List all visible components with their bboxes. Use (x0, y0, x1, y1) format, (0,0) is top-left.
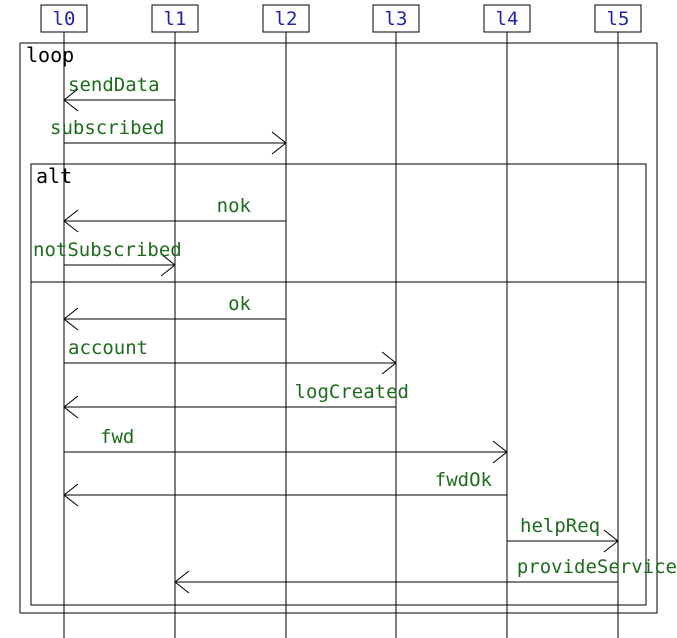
arrow-head-m10-b (603, 540, 619, 553)
arrow-head-m4 (160, 253, 176, 266)
message-label-m1: sendData (68, 74, 160, 96)
message-label-m5: ok (228, 293, 251, 315)
participant-label-l2: l2 (275, 8, 298, 30)
arrow-head-m7 (63, 395, 79, 408)
message-label-m8: fwd (100, 426, 134, 448)
arrow-head-m11 (174, 570, 190, 583)
arrow-head-m10 (603, 529, 619, 542)
participant-box-l0[interactable] (40, 4, 88, 33)
arrow-head-m7-b (63, 406, 79, 419)
arrow-head-m9 (63, 483, 79, 496)
loop-frame-label: loop (26, 43, 74, 67)
message-label-m2: subscribed (50, 117, 164, 139)
arrow-head-m5-b (63, 318, 79, 331)
arrow-head-m3-b (63, 220, 79, 233)
participant-label-l4: l4 (496, 8, 519, 30)
participant-box-l5[interactable] (594, 4, 642, 33)
arrow-head-m1-b (63, 99, 79, 112)
arrow-head-m1 (63, 88, 79, 101)
message-m5: ok (63, 293, 286, 331)
participant-heads-layer: l0 l1 l2 l3 l4 l5 (40, 4, 642, 33)
participant-label-l3: l3 (385, 8, 408, 30)
message-m8: fwd (64, 426, 508, 464)
participant-box-l2[interactable] (262, 4, 310, 33)
participant-label-l0: l0 (53, 8, 76, 30)
arrow-head-m5 (63, 307, 79, 320)
message-m1: sendData (63, 74, 175, 112)
message-m11: provideService (174, 556, 677, 594)
message-m4: notSubscribed (33, 239, 182, 277)
message-label-m6: account (68, 337, 148, 359)
arrow-head-m2 (271, 131, 287, 144)
message-m2: subscribed (50, 117, 287, 155)
message-label-m7: logCreated (295, 381, 409, 403)
message-m9: fwdOk (63, 469, 507, 507)
arrow-head-m6-b (381, 362, 397, 375)
message-label-m3: nok (217, 195, 252, 217)
participant-box-l3[interactable] (372, 4, 420, 33)
loop-frame (19, 42, 658, 614)
arrow-head-m8 (492, 440, 508, 453)
arrow-head-m2-b (271, 142, 287, 155)
message-label-m11: provideService (517, 556, 677, 578)
alt-frame-label: alt (36, 164, 72, 188)
lifelines-layer (63, 32, 619, 638)
message-label-m9: fwdOk (435, 469, 493, 491)
arrow-head-m8-b (492, 451, 508, 464)
participant-label-l5: l5 (607, 8, 630, 30)
participant-box-l4[interactable] (483, 4, 531, 33)
arrow-head-m6 (381, 351, 397, 364)
messages-layer: sendData subscribed nok notSubscribed ok acco… (33, 74, 677, 594)
message-m6: account (64, 337, 397, 375)
message-label-m10: helpReq (520, 515, 600, 537)
arrow-head-m11-b (174, 581, 190, 594)
arrow-head-m4-b (160, 264, 176, 277)
message-label-m4: notSubscribed (33, 239, 182, 261)
message-m3: nok (63, 195, 286, 233)
arrow-head-m9-b (63, 494, 79, 507)
participant-label-l1: l1 (164, 8, 187, 30)
arrow-head-m3 (63, 209, 79, 222)
frames-layer: loop alt (19, 42, 658, 614)
participant-box-l1[interactable] (151, 4, 199, 33)
message-m10: helpReq (507, 515, 619, 553)
message-m7: logCreated (63, 381, 409, 419)
alt-frame (30, 163, 647, 606)
